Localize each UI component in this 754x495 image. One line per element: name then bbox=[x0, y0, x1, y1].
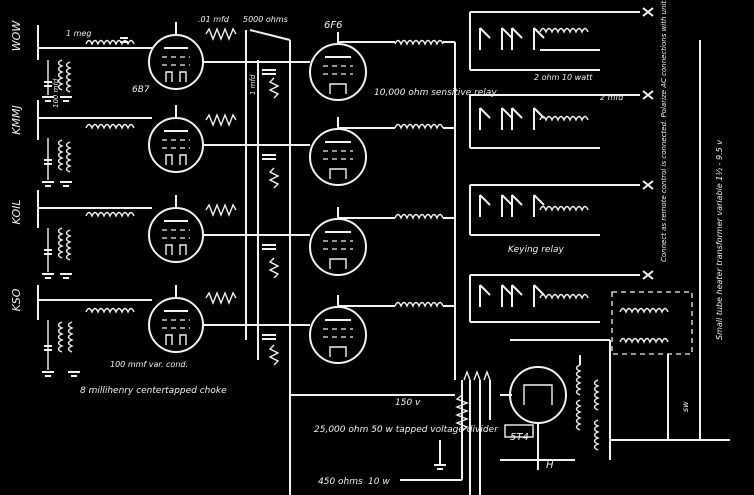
relay-bank-4 bbox=[469, 270, 654, 323]
label-grid-leak: 1 meg bbox=[66, 29, 91, 38]
label-choke: 8 millihenry centertapped choke bbox=[80, 386, 227, 396]
label-sw: sw bbox=[681, 401, 690, 412]
station-label-kmmj: KMMJ bbox=[10, 105, 23, 134]
label-heater: H bbox=[546, 460, 554, 471]
label-filter-cap: 1 mfd bbox=[249, 74, 257, 95]
label-voltage-divider: 25,000 ohm 50 w tapped voltage divider bbox=[314, 425, 499, 435]
input-network-2 bbox=[41, 123, 135, 187]
label-relay-coil: 10,000 ohm sensitive relay bbox=[374, 88, 497, 98]
label-2-mfd: 2 mfd bbox=[600, 93, 624, 102]
relay-bank-2 bbox=[469, 90, 654, 149]
label-tube-5t4: 5T4 bbox=[510, 432, 529, 443]
amp-tube-1 bbox=[148, 21, 217, 90]
relay-bank-1 bbox=[469, 7, 654, 71]
station-kmmj bbox=[37, 100, 152, 140]
relay-bank-3 bbox=[469, 180, 654, 236]
rectifier-tube bbox=[500, 339, 611, 470]
label-coupling-cap: .01 mfd bbox=[198, 15, 230, 24]
heater-transformer bbox=[610, 40, 730, 441]
label-tube-6b7: 6B7 bbox=[132, 85, 150, 95]
input-network-1 bbox=[41, 37, 135, 102]
label-bypass-cap: 100 mfd bbox=[52, 78, 60, 108]
label-keying-relay: Keying relay bbox=[508, 245, 564, 255]
label-10w: 10 w bbox=[368, 477, 390, 487]
label-150v: 150 v bbox=[395, 398, 421, 408]
amp-tube-2 bbox=[148, 104, 217, 173]
label-transformer-note: Small tube heater transformer variable 1… bbox=[715, 140, 724, 340]
amp-tube-4 bbox=[148, 284, 217, 353]
label-plate-resistor: 5000 ohms bbox=[243, 15, 288, 24]
label-var-cond: 100 mmf var. cond. bbox=[110, 360, 188, 369]
station-koil bbox=[37, 190, 152, 228]
station-wow bbox=[37, 25, 152, 60]
label-remote-note: Connect as remote control is connected. … bbox=[660, 0, 668, 262]
amp-tube-3 bbox=[148, 194, 217, 263]
station-kso bbox=[37, 285, 152, 320]
coupling-caps bbox=[262, 69, 280, 366]
station-label-wow: WOW bbox=[10, 20, 23, 52]
label-450-ohms: 450 ohms bbox=[318, 477, 363, 487]
label-resistor-10w: 2 ohm 10 watt bbox=[534, 73, 593, 82]
label-tube-6f6: 6F6 bbox=[324, 20, 342, 31]
relay-coils bbox=[337, 32, 456, 380]
input-network-3 bbox=[41, 211, 135, 279]
input-network-4 bbox=[41, 307, 135, 377]
station-label-kso: KSO bbox=[10, 288, 23, 311]
station-label-koil: KOIL bbox=[10, 200, 23, 225]
